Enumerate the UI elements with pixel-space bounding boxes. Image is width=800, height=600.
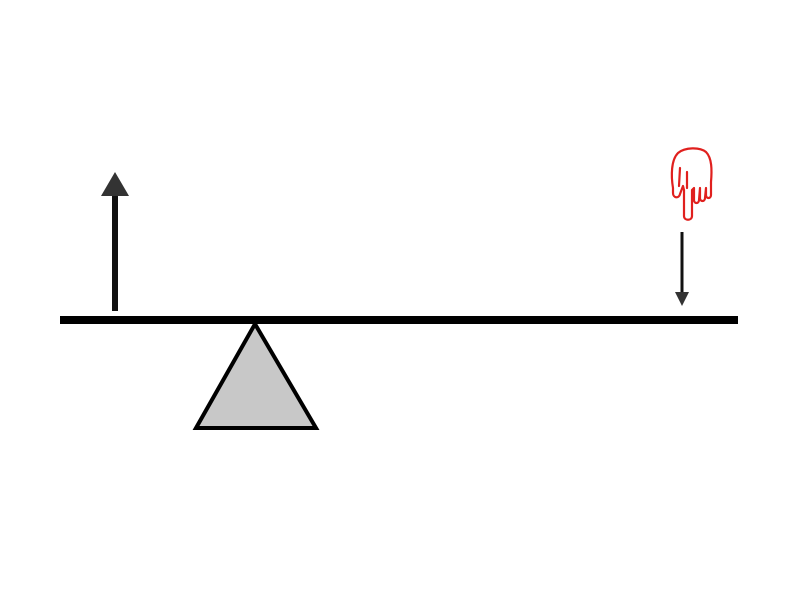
down-arrow-head bbox=[675, 292, 689, 306]
upward-force-arrow bbox=[101, 172, 129, 311]
lever-beam bbox=[60, 316, 738, 324]
pointing-hand-icon bbox=[670, 147, 713, 221]
fulcrum-triangle bbox=[192, 319, 320, 430]
up-arrow-head bbox=[101, 172, 129, 196]
downward-force-arrow bbox=[675, 232, 689, 306]
